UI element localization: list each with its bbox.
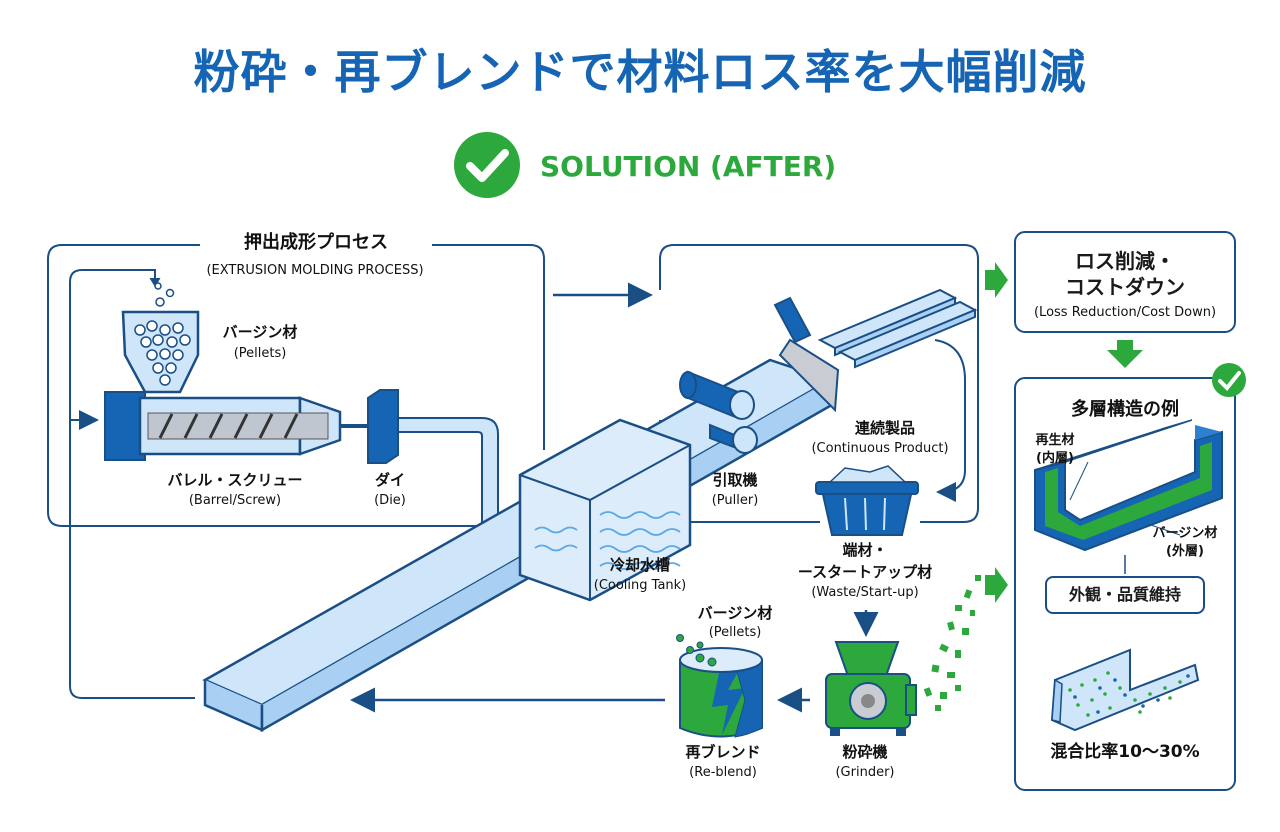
- loss-box-line1: ロス削減・: [1075, 249, 1175, 273]
- loss-box-line2: コストダウン: [1065, 275, 1185, 299]
- virgin-top-sub: (Pellets): [233, 346, 287, 361]
- green-arrow-2: [985, 567, 1008, 603]
- virgin-top-label: バージン材: [222, 323, 298, 341]
- grinder: [825, 641, 917, 736]
- waste-label-1: 端材・: [842, 541, 888, 559]
- reblend-sub: (Re-blend): [689, 765, 757, 780]
- quality-pill: 外観・品質維持: [1045, 576, 1205, 614]
- continuous-product: [817, 288, 978, 369]
- inner-layer-label: 再生材: [1035, 433, 1075, 448]
- process-frame: [47, 244, 545, 527]
- waste-bin: [815, 465, 919, 536]
- green-arrow-down: [1107, 340, 1143, 368]
- return-loop-line: [69, 269, 195, 699]
- product-sub: (Continuous Product): [811, 441, 949, 456]
- ratio-label: 混合比率10〜30%: [1050, 742, 1200, 762]
- check-circle-icon: [454, 132, 520, 198]
- multilayer-title: 多層構造の例: [1071, 399, 1179, 420]
- solution-label: SOLUTION (AFTER): [540, 150, 837, 183]
- u-channel: [1034, 419, 1223, 552]
- regrind-flakes: [923, 575, 981, 711]
- puller-label: 引取機: [712, 471, 758, 489]
- loss-box-sub: (Loss Reduction/Cost Down): [1033, 305, 1217, 320]
- product-label: 連続製品: [854, 419, 915, 437]
- reblend-label: 再ブレンド: [685, 743, 761, 761]
- inner-layer-sub: (内層): [1036, 451, 1074, 466]
- process-frame-subtitle: (EXTRUSION MOLDING PROCESS): [206, 263, 424, 278]
- die-sub: (Die): [374, 493, 406, 508]
- cooling-label: 冷却水槽: [609, 556, 670, 574]
- die-label: ダイ: [374, 471, 405, 489]
- page-title: 粉砕・再ブレンドで材料ロス率を大幅削減: [193, 45, 1087, 99]
- cutter: [773, 296, 840, 413]
- grinder-label: 粉砕機: [842, 743, 888, 761]
- reblend-drum: [676, 634, 763, 738]
- waste-sub: (Waste/Start-up): [811, 585, 919, 600]
- loss-box: [1014, 231, 1236, 333]
- outer-layer-label: バージン材: [1152, 526, 1218, 541]
- screw: [147, 412, 329, 440]
- outer-layer-sub: (外層): [1166, 544, 1204, 559]
- virgin-bottom-sub: (Pellets): [708, 625, 762, 640]
- puller: [679, 370, 758, 454]
- hopper-pellets: [134, 282, 191, 386]
- puller-sub: (Puller): [711, 493, 759, 508]
- die: [367, 389, 399, 464]
- green-arrow-1: [985, 262, 1008, 298]
- cooling-sub: (Cooling Tank): [593, 578, 687, 593]
- angle-profile: [1050, 648, 1200, 732]
- process-frame-title: 押出成形プロセス: [244, 232, 388, 253]
- virgin-bottom-label: バージン材: [697, 604, 773, 622]
- waste-label-2: ースタートアップ材: [797, 563, 933, 581]
- check-badge-icon: [1212, 363, 1246, 397]
- cooling-tank: [518, 418, 692, 602]
- barrel-sub: (Barrel/Screw): [188, 493, 282, 508]
- solution-badge: SOLUTION (AFTER): [452, 132, 852, 198]
- barrel-label: バレル・スクリュー: [167, 471, 303, 489]
- barrel-flange: [104, 391, 146, 461]
- grinder-sub: (Grinder): [835, 765, 895, 780]
